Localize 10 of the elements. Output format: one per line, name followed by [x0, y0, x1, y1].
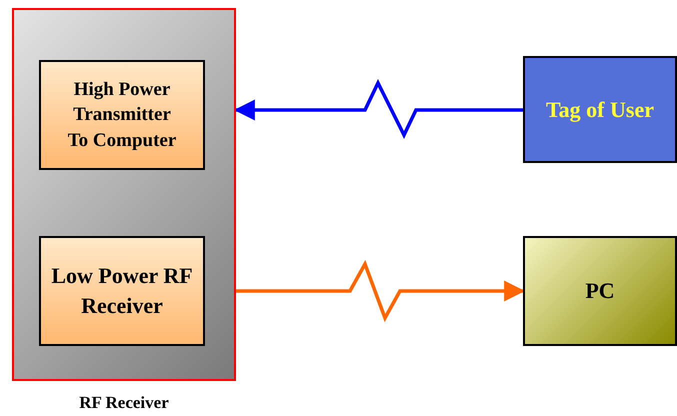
receiver-box [39, 236, 205, 346]
box-label: Tag of User [546, 96, 654, 124]
tag-box [523, 56, 677, 163]
pc-box [523, 236, 677, 346]
panel-caption: RF Receiver [78, 393, 170, 413]
box-label: Low Power RF Receiver [50, 262, 194, 320]
box-label: PC [585, 277, 615, 306]
zigzag-arrow [236, 260, 526, 322]
box-label: High Power Transmitter To Computer [66, 78, 178, 153]
transmitter-box [39, 60, 205, 170]
